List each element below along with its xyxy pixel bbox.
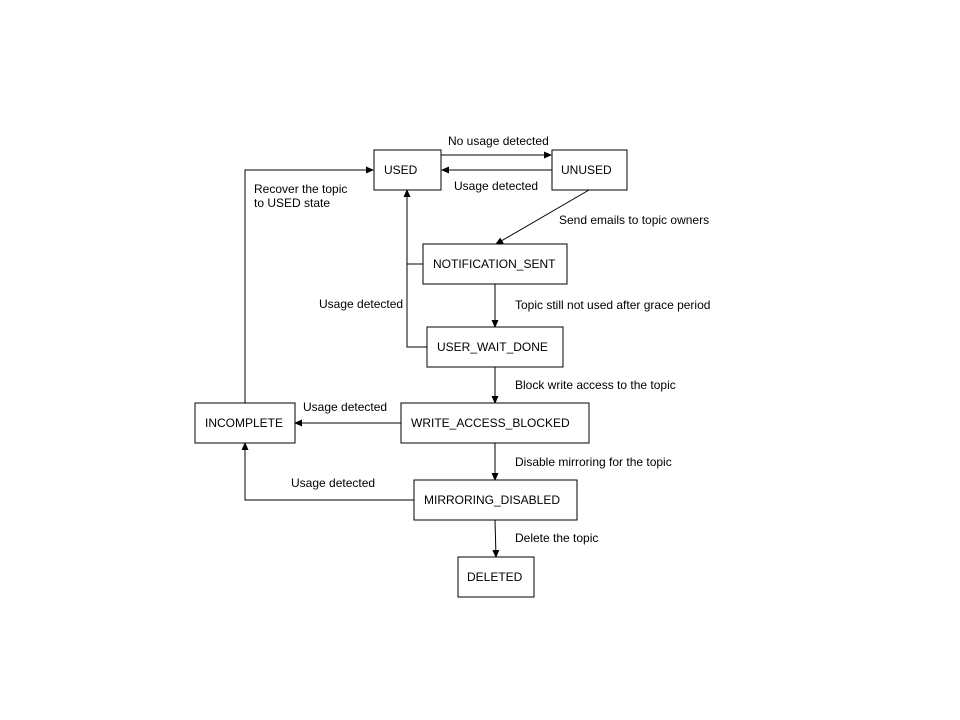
node-mirroring-disabled-label: MIRRORING_DISABLED — [424, 493, 560, 507]
label-delete-topic: Delete the topic — [515, 531, 598, 545]
edge-notification-to-used — [403, 189, 423, 265]
edge-mirroring-to-incomplete — [241, 442, 414, 501]
edge-incomplete-to-used — [244, 166, 374, 403]
node-notification-sent: NOTIFICATION_SENT — [422, 243, 568, 285]
label-grace-period: Topic still not used after grace period — [515, 298, 710, 312]
node-user-wait-done-label: USER_WAIT_DONE — [437, 340, 548, 354]
node-write-access-blocked: WRITE_ACCESS_BLOCKED — [400, 402, 590, 444]
label-usage-detected-unused: Usage detected — [454, 179, 538, 193]
node-used-label: USED — [384, 163, 418, 177]
label-usage-detected-blocked: Usage detected — [303, 400, 387, 414]
label-usage-detected-mirroring: Usage detected — [291, 476, 375, 490]
node-used: USED — [373, 149, 442, 191]
node-unused-label: UNUSED — [561, 163, 612, 177]
edge-wait-to-used — [406, 264, 427, 348]
node-notification-sent-label: NOTIFICATION_SENT — [433, 257, 556, 271]
label-no-usage-detected: No usage detected — [448, 134, 549, 148]
node-user-wait-done: USER_WAIT_DONE — [426, 326, 564, 368]
label-usage-detected-back: Usage detected — [319, 297, 403, 311]
edge-unused-to-notification — [495, 189, 590, 245]
node-mirroring-disabled: MIRRORING_DISABLED — [413, 479, 578, 521]
edge-mirroring-to-deleted — [492, 519, 500, 558]
label-block-write: Block write access to the topic — [515, 378, 676, 392]
node-write-access-blocked-label: WRITE_ACCESS_BLOCKED — [411, 416, 570, 430]
label-disable-mirroring: Disable mirroring for the topic — [515, 455, 672, 469]
label-send-emails: Send emails to topic owners — [559, 213, 709, 227]
node-deleted: DELETED — [457, 556, 535, 598]
label-recover-line2: to USED state — [254, 196, 330, 210]
node-incomplete-label: INCOMPLETE — [205, 416, 283, 430]
node-incomplete: INCOMPLETE — [194, 402, 296, 444]
node-unused: UNUSED — [551, 149, 628, 191]
label-recover-line1: Recover the topic — [254, 182, 347, 196]
node-deleted-label: DELETED — [467, 570, 523, 584]
